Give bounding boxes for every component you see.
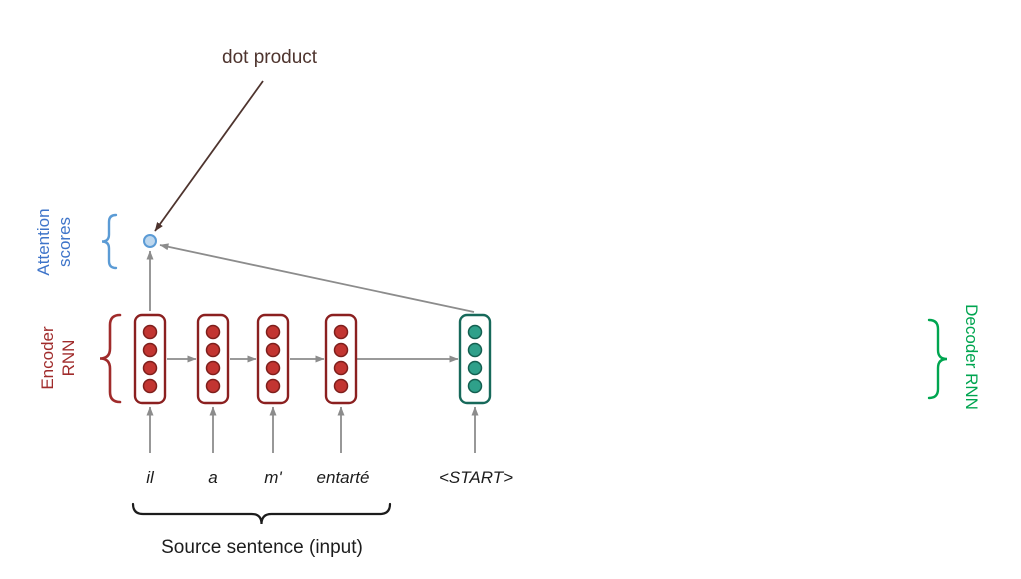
attention-brace bbox=[101, 213, 118, 270]
start-token: <START> bbox=[438, 468, 514, 487]
state-unit-dot bbox=[205, 324, 221, 340]
state-unit-dot bbox=[467, 360, 483, 376]
decoder-state-1 bbox=[458, 313, 492, 405]
state-unit-dot bbox=[142, 324, 158, 340]
state-unit-dot bbox=[467, 378, 483, 394]
encoder-rnn-label-line1: Encoder bbox=[38, 326, 57, 390]
decoder-state-box bbox=[458, 313, 492, 405]
state-unit-dot bbox=[333, 324, 349, 340]
attention-score-dot bbox=[143, 234, 157, 248]
arrow-decoder-to-score bbox=[159, 243, 475, 313]
encoder-rnn-label: Encoder RNN bbox=[37, 303, 83, 413]
attention-scores-label-line2: scores bbox=[55, 216, 75, 268]
decoder-rnn-label: Decoder RNN bbox=[962, 304, 981, 410]
encoder-state-1 bbox=[133, 313, 167, 405]
encoder-state-4 bbox=[324, 313, 358, 405]
state-unit-dot bbox=[142, 360, 158, 376]
state-unit-dot bbox=[265, 378, 281, 394]
state-unit-dot bbox=[333, 360, 349, 376]
attention-scores-label: Attention scores bbox=[33, 187, 79, 297]
state-unit-dot bbox=[333, 378, 349, 394]
state-unit-dot bbox=[265, 342, 281, 358]
word-entarte: entarté bbox=[316, 468, 370, 487]
state-unit-dot bbox=[467, 342, 483, 358]
state-unit-dot bbox=[142, 378, 158, 394]
source-sentence-label: Source sentence (input) bbox=[161, 537, 363, 558]
encoder-state-2 bbox=[196, 313, 230, 405]
state-unit-dot bbox=[333, 342, 349, 358]
attention-scores-label-line1: Attention bbox=[34, 208, 53, 276]
decoder-brace bbox=[927, 318, 948, 400]
word-m: m' bbox=[264, 468, 282, 487]
state-unit-dot bbox=[142, 342, 158, 358]
source-sentence-brace bbox=[131, 502, 392, 525]
encoder-state-box bbox=[133, 313, 167, 405]
encoder-rnn-label-line2: RNN bbox=[59, 339, 79, 377]
state-unit-dot bbox=[205, 342, 221, 358]
dot-product-label: dot product bbox=[222, 47, 318, 68]
state-unit-dot bbox=[265, 324, 281, 340]
state-unit-dot bbox=[265, 360, 281, 376]
encoder-state-3 bbox=[256, 313, 290, 405]
arrow-dot-product bbox=[154, 80, 264, 232]
word-il: il bbox=[146, 468, 154, 487]
state-unit-dot bbox=[467, 324, 483, 340]
encoder-state-box bbox=[196, 313, 230, 405]
encoder-brace bbox=[99, 313, 122, 404]
state-unit-dot bbox=[205, 360, 221, 376]
encoder-state-box bbox=[256, 313, 290, 405]
encoder-state-box bbox=[324, 313, 358, 405]
state-unit-dot bbox=[205, 378, 221, 394]
word-a: a bbox=[208, 468, 218, 487]
